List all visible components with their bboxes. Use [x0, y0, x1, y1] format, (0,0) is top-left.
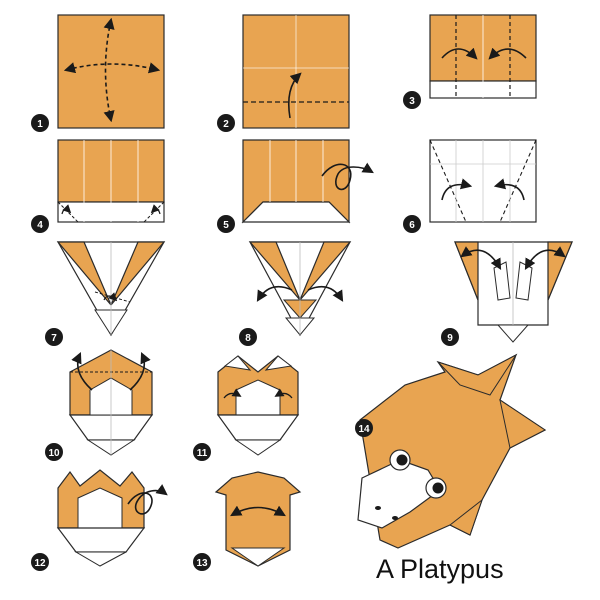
- svg-text:1: 1: [37, 119, 43, 130]
- step-10: [68, 349, 154, 456]
- svg-text:3: 3: [409, 96, 415, 107]
- svg-text:13: 13: [196, 558, 208, 569]
- diagram-title: A Platypus: [376, 554, 504, 584]
- step-badge-10: 10: [45, 443, 63, 461]
- step-5: [241, 139, 374, 224]
- svg-text:7: 7: [51, 333, 57, 344]
- svg-text:6: 6: [409, 220, 415, 231]
- step-badge-5: 5: [217, 215, 235, 233]
- svg-text:11: 11: [197, 448, 208, 459]
- step-badge-13: 13: [193, 553, 211, 571]
- step-badge-6: 6: [403, 215, 421, 233]
- step-badge-14: 14: [355, 419, 373, 437]
- step-6: [429, 139, 537, 223]
- svg-text:10: 10: [48, 448, 60, 459]
- step-9: [454, 241, 573, 343]
- svg-text:14: 14: [358, 424, 370, 435]
- step-badge-1: 1: [31, 114, 49, 132]
- svg-text:12: 12: [34, 558, 46, 569]
- step-badge-7: 7: [45, 328, 63, 346]
- svg-text:2: 2: [223, 119, 229, 130]
- step-1: [57, 14, 165, 129]
- step-badge-11: 11: [193, 443, 211, 461]
- step-2: [242, 14, 350, 129]
- step-badge-9: 9: [441, 328, 459, 346]
- step-7: [56, 241, 166, 337]
- step-14-platypus: [357, 353, 547, 549]
- step-8: [248, 241, 352, 337]
- step-11: [216, 355, 300, 456]
- step-3: [429, 14, 537, 99]
- step-12: [56, 469, 168, 567]
- svg-text:9: 9: [447, 333, 453, 344]
- svg-text:5: 5: [223, 220, 229, 231]
- step-badge-4: 4: [31, 215, 49, 233]
- svg-text:8: 8: [245, 333, 251, 344]
- step-badge-3: 3: [403, 91, 421, 109]
- step-4: [57, 139, 165, 223]
- svg-text:4: 4: [37, 220, 43, 231]
- step-13: [214, 471, 302, 567]
- step-badge-8: 8: [239, 328, 257, 346]
- step-badge-2: 2: [217, 114, 235, 132]
- step-badge-12: 12: [31, 553, 49, 571]
